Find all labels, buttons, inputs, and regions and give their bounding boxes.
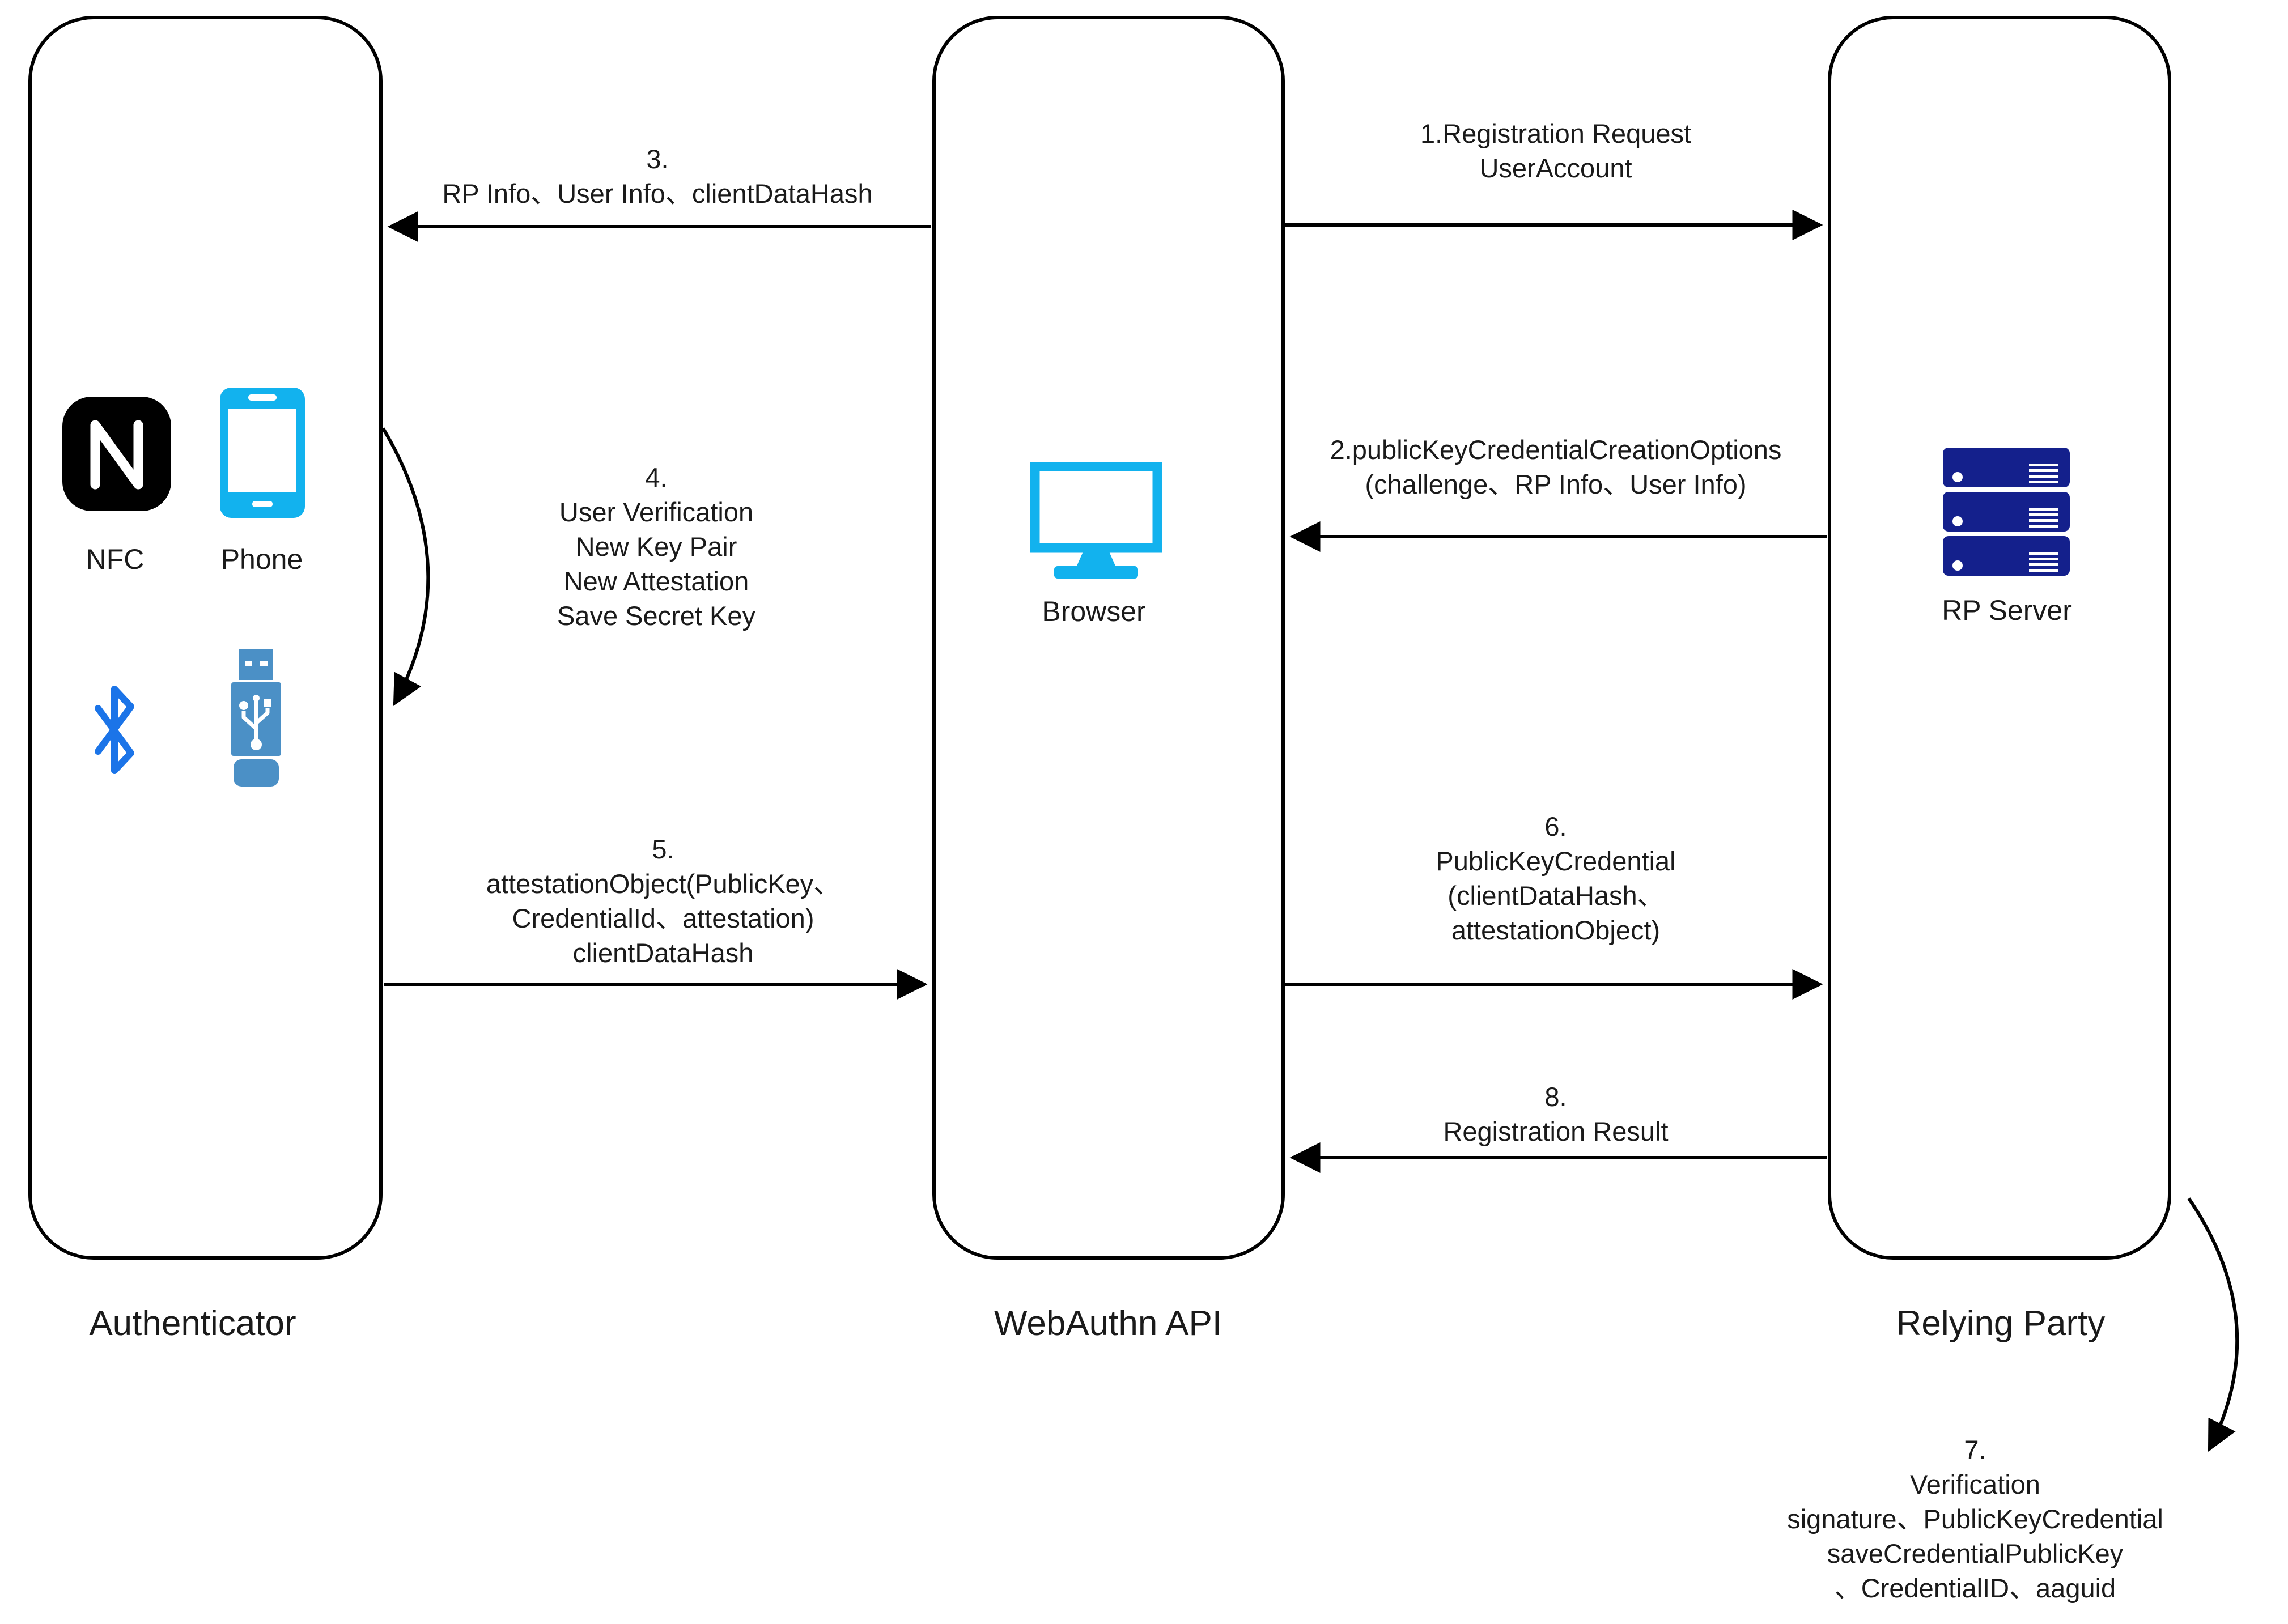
rp-server-icon (1943, 448, 2070, 576)
bluetooth-icon (95, 686, 134, 774)
message-7-label: 7. Verification signature、PublicKeyCrede… (1787, 1432, 2163, 1605)
message-5-line1: 5. (652, 834, 674, 864)
browser-caption: Browser (1042, 596, 1146, 627)
authenticator-lane-label: Authenticator (89, 1304, 296, 1343)
message-5-label: 5. attestationObject(PublicKey、 Credenti… (486, 832, 840, 970)
message-6-line3: (clientDataHash、 (1447, 881, 1664, 911)
message-7-line3: signature、PublicKeyCredential (1787, 1504, 2163, 1534)
message-4-line1: 4. (645, 462, 668, 492)
message-7-line5: 、CredentialID、aaguid (1834, 1573, 2116, 1603)
message-4-line2: User Verification (559, 497, 754, 527)
browser-monitor-icon (1030, 462, 1162, 579)
message-5-line4: clientDataHash (572, 938, 754, 968)
message-8-line2: Registration Result (1443, 1116, 1669, 1146)
message-3-line2: RP Info、User Info、clientDataHash (442, 178, 873, 209)
message-8-line1: 8. (1544, 1082, 1567, 1112)
message-1-line1: 1.Registration Request (1420, 118, 1692, 148)
message-5-line2: attestationObject(PublicKey、 (486, 869, 841, 899)
relying-party-lane (1828, 16, 2171, 1260)
message-8-label: 8. Registration Result (1443, 1079, 1668, 1149)
message-7-line4: saveCredentialPublicKey (1827, 1538, 2124, 1568)
message-6-label: 6. PublicKeyCredential (clientDataHash、 … (1436, 809, 1675, 947)
message-3-line1: 3. (646, 144, 669, 174)
message-4-label: 4. User Verification New Key Pair New At… (557, 460, 755, 633)
nfc-caption: NFC (86, 543, 145, 575)
message-6-line1: 6. (1544, 811, 1567, 841)
message-6-line2: PublicKeyCredential (1436, 846, 1676, 876)
message-1-label: 1.Registration Request UserAccount (1420, 116, 1691, 185)
message-2-line1: 2.publicKeyCredentialCreationOptions (1330, 435, 1782, 465)
message-6-line4: attestationObject) (1451, 915, 1661, 945)
relying-party-lane-label: Relying Party (1896, 1304, 2106, 1343)
message-4-line5: Save Secret Key (557, 601, 756, 631)
rp-server-caption: RP Server (1942, 594, 2072, 626)
message-5-line3: CredentialId、attestation) (512, 903, 814, 933)
phone-icon (220, 388, 305, 518)
usb-drive-icon (231, 649, 281, 787)
message-3-label: 3. RP Info、User Info、clientDataHash (442, 142, 872, 211)
message-4-line4: New Attestation (563, 566, 749, 596)
message-4-line3: New Key Pair (575, 532, 737, 562)
arrow-4-self-loop (381, 427, 430, 706)
message-7-line2: Verification (1910, 1469, 2040, 1499)
message-1-line2: UserAccount (1479, 153, 1632, 183)
webauthn-api-lane-label: WebAuthn API (994, 1304, 1222, 1343)
message-2-line2: (challenge、RP Info、User Info) (1365, 469, 1747, 499)
phone-caption: Phone (220, 543, 303, 575)
nfc-icon (62, 397, 171, 511)
arrow-7-verification-curve (2187, 1197, 2239, 1452)
authenticator-lane (28, 16, 383, 1260)
message-2-label: 2.publicKeyCredentialCreationOptions (ch… (1330, 432, 1782, 501)
webauthn-api-lane (932, 16, 1285, 1260)
message-7-line1: 7. (1964, 1435, 1986, 1465)
